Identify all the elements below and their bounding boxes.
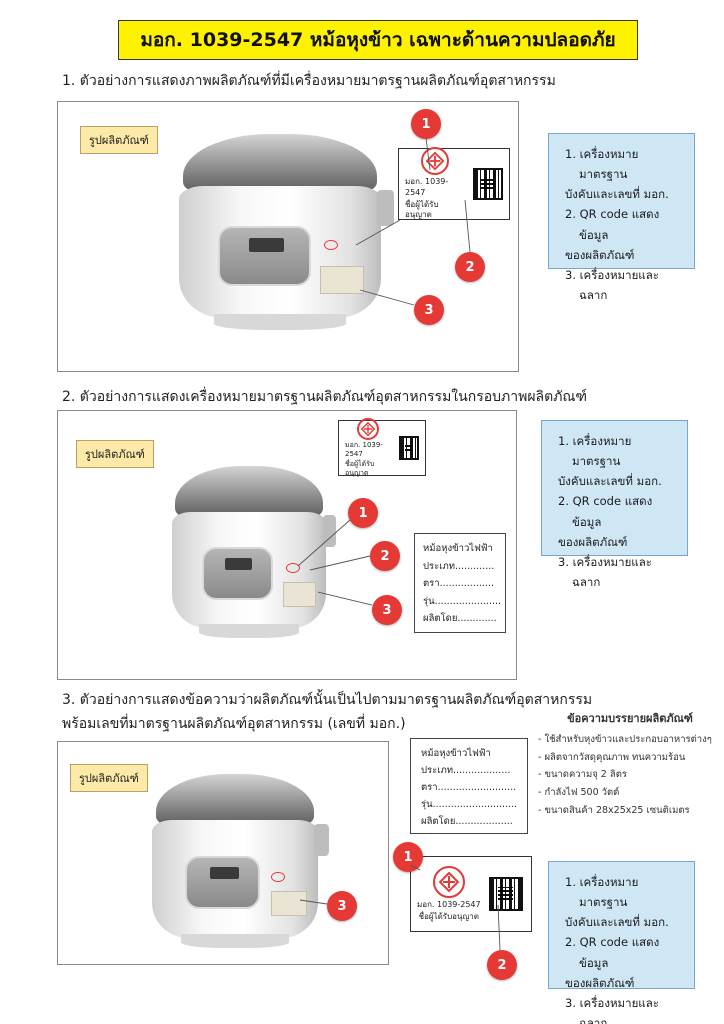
info-line: 1. เครื่องหมายมาตรฐาน xyxy=(565,875,639,910)
qr-code-icon xyxy=(488,877,523,911)
section-2-photo-tag: รูปผลิตภัณฑ์ xyxy=(76,440,154,468)
info-line: ของผลิตภัณฑ์ xyxy=(565,247,635,262)
info-line: บังคับและเลขที่ มอก. xyxy=(565,187,669,202)
section-2-rice-cooker-image xyxy=(165,466,337,642)
section-2-heading: 2. ตัวอย่างการแสดงเครื่องหมายมาตรฐานผลิต… xyxy=(62,389,588,405)
tis-number: มอก. 1039-2547 xyxy=(417,899,481,909)
page-title: มอก. 1039-2547 หม้อหุงข้าว เฉพาะด้านความ… xyxy=(118,20,638,60)
section-2-badge-1: 1 xyxy=(348,498,378,528)
section-2-tis-label-card: มอก. 1039-2547 ชื่อผู้ได้รับอนุญาต xyxy=(338,417,426,478)
product-card-line: ประเภท................... xyxy=(421,765,511,777)
section-3-rice-cooker-image xyxy=(145,774,329,952)
info-line: 1. เครื่องหมายมาตรฐาน xyxy=(558,434,632,469)
section-2-product-card: หม้อหุงข้าวไฟฟ้า ประเภท............. ตรา… xyxy=(414,533,506,633)
info-line: 3. เครื่องหมายและฉลาก xyxy=(565,995,659,1024)
section-3-badge-2: 2 xyxy=(487,950,517,980)
section-3-photo-tag: รูปผลิตภัณฑ์ xyxy=(70,764,148,792)
product-card-line: ตรา.................. xyxy=(423,578,494,590)
description-item: - ขนาดสินค้า 28x25x25 เซนติเมตร xyxy=(538,804,690,816)
product-card-line: หม้อหุงข้าวไฟฟ้า xyxy=(423,543,493,554)
product-card-line: รุ่น............................ xyxy=(421,799,518,811)
tis-mark-icon xyxy=(356,417,379,440)
qr-code-icon xyxy=(472,168,503,200)
description-item: - ขนาดความจุ 2 ลิตร xyxy=(538,769,627,781)
section-3-badge-1: 1 xyxy=(393,842,423,872)
description-title: ข้อความบรรยายผลิตภัณฑ์ xyxy=(567,712,693,725)
section-1-heading: 1. ตัวอย่างการแสดงภาพผลิตภัณฑ์ที่มีเครื่… xyxy=(62,73,556,89)
tis-licensee: ชื่อผู้ได้รับอนุญาต xyxy=(418,912,479,921)
tis-number: มอก. 1039-2547 xyxy=(405,177,449,197)
info-line: 2. QR code แสดงข้อมูล xyxy=(565,207,660,242)
section-1-tis-label-card: มอก. 1039-2547 ชื่อผู้ได้รับอนุญาต xyxy=(398,147,510,220)
product-card-line: ประเภท............. xyxy=(423,560,495,572)
section-1-badge-2: 2 xyxy=(455,252,485,282)
product-card-line: ตรา.......................... xyxy=(421,782,517,794)
section-3-tis-label-card: มอก. 1039-2547 ชื่อผู้ได้รับอนุญาต xyxy=(410,856,532,932)
info-line: บังคับและเลขที่ มอก. xyxy=(565,915,669,930)
section-3-heading-line-1: 3. ตัวอย่างการแสดงข้อความว่าผลิตภัณฑ์นั้… xyxy=(62,692,593,708)
info-line: 2. QR code แสดงข้อมูล xyxy=(558,494,653,529)
qr-code-icon xyxy=(398,436,419,460)
info-line: บังคับและเลขที่ มอก. xyxy=(558,474,662,489)
section-3-heading-line-2: พร้อมเลขที่มาตรฐานผลิตภัณฑ์อุตสาหกรรม (เ… xyxy=(62,716,406,732)
section-1-photo-tag: รูปผลิตภัณฑ์ xyxy=(80,126,158,154)
section-1-rice-cooker-image xyxy=(170,134,395,334)
section-1-badge-1: 1 xyxy=(411,109,441,139)
tis-licensee: ชื่อผู้ได้รับอนุญาต xyxy=(345,460,375,478)
section-3-badge-3: 3 xyxy=(327,891,357,921)
section-3-description: ข้อความบรรยายผลิตภัณฑ์ - ใช้สำหรับหุงข้า… xyxy=(538,709,722,819)
description-item: - ใช้สำหรับหุงข้าวและประกอบอาหารต่างๆ xyxy=(538,734,712,746)
info-line: 2. QR code แสดงข้อมูล xyxy=(565,935,660,970)
product-card-line: รุ่น...................... xyxy=(423,595,502,607)
description-item: - กำลังไฟ 500 วัตต์ xyxy=(538,787,620,799)
info-line: 1. เครื่องหมายมาตรฐาน xyxy=(565,147,639,182)
product-card-line: ผลิตโดย................... xyxy=(421,816,513,828)
section-2-info-box: 1. เครื่องหมายมาตรฐาน บังคับและเลขที่ มอ… xyxy=(541,420,688,589)
info-line: 3. เครื่องหมายและฉลาก xyxy=(565,267,659,302)
section-2-badge-2: 2 xyxy=(370,541,400,571)
section-1-badge-3: 3 xyxy=(414,295,444,325)
description-item: - ผลิตจากวัสดุคุณภาพ ทนความร้อน xyxy=(538,751,686,763)
info-line: ของผลิตภัณฑ์ xyxy=(565,975,635,990)
tis-number: มอก. 1039-2547 xyxy=(345,440,383,458)
product-card-line: ผลิตโดย............. xyxy=(423,613,497,625)
section-1-info-box: 1. เครื่องหมายมาตรฐาน บังคับและเลขที่ มอ… xyxy=(548,133,695,302)
tis-mark-icon xyxy=(420,147,449,176)
section-2-badge-3: 3 xyxy=(372,595,402,625)
tis-mark-icon xyxy=(432,865,465,898)
info-line: ของผลิตภัณฑ์ xyxy=(558,534,628,549)
tis-licensee: ชื่อผู้ได้รับอนุญาต xyxy=(405,200,439,220)
info-line: 3. เครื่องหมายและฉลาก xyxy=(558,554,652,589)
section-3-product-card: หม้อหุงข้าวไฟฟ้า ประเภท.................… xyxy=(410,738,528,834)
section-3-info-box: 1. เครื่องหมายมาตรฐาน บังคับและเลขที่ มอ… xyxy=(548,861,695,1024)
product-card-line: หม้อหุงข้าวไฟฟ้า xyxy=(421,748,491,759)
